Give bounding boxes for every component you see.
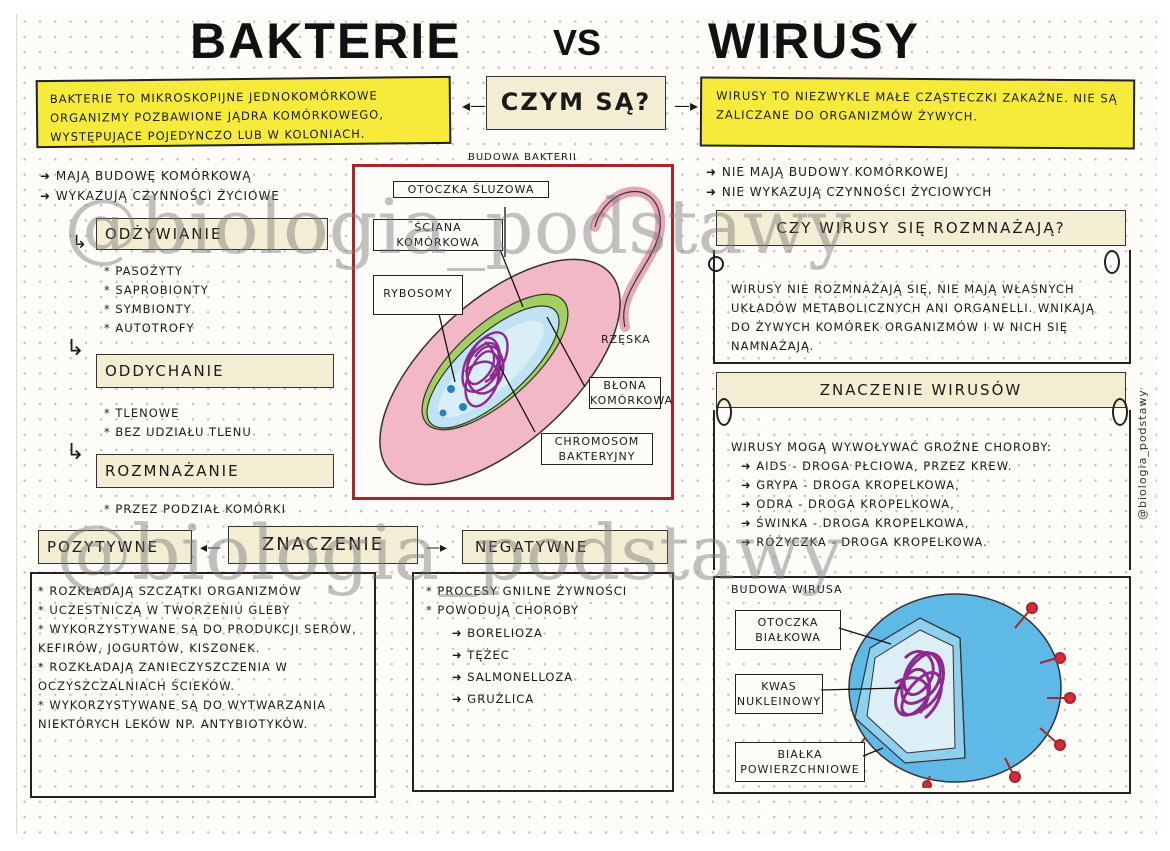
list-item: ➜ TĘŻEC [452,648,510,662]
arrow-left-icon: ◂— [200,540,222,556]
list-item: * AUTOTROFY [104,321,195,335]
title-viruses: WIRUSY [708,13,920,69]
list-item: ➜ NIE MAJĄ BUDOWY KOMÓRKOWEJ [706,165,950,179]
bacteria-illustration [379,186,666,486]
list-item: ➜ RÓŻYCZKA - DROGA KROPELKOWA. [741,535,988,549]
list-item: * PRZEZ PODZIAŁ KOMÓRKI [104,502,286,516]
virus-significance-title: ZNACZENIE WIRUSÓW [716,372,1126,408]
what-are-they-label: CZYM SĄ? [486,76,666,130]
list-item: * UCZESTNICZĄ W TWORZENIU GLEBY [38,603,291,617]
list-item: * ROZKŁADAJĄ ZANIECZYSZCZENIA W OCZYSZCZ… [38,660,288,693]
list-item: * ROZKŁADAJĄ SZCZĄTKI ORGANIZMÓW [38,584,302,598]
virus-diagram-frame: BUDOWA WIRUSA OTOCZKA BIAŁKOWA KWAS NUKL… [713,576,1131,794]
virus-significance-box: WIRUSY MOGĄ WYWOŁYWAĆ GROŹNE CHOROBY: ➜ … [713,410,1131,570]
virus-definition: WIRUSY TO NIEZWYKLE MAŁE CZĄSTECZKI ZAKA… [699,76,1136,150]
arrow-right-icon: —▸ [674,96,699,115]
reproduction-list: * PRZEZ PODZIAŁ KOMÓRKI [104,500,286,519]
list-item: ➜ SALMONELLOZA [452,670,574,684]
label-cell-membrane: BŁONA KOMÓRKOWA [589,377,674,409]
list-item: * SAPROBIONTY [104,283,209,297]
turn-arrow-icon: ↳ [66,440,85,465]
list-item: ➜ GRYPA - DROGA KROPELKOWA, [741,478,960,492]
list-item: * POWODUJĄ CHOROBY [426,603,580,617]
negative-box: * PROCESY GNILNE ŻYWNOŚCI * POWODUJĄ CHO… [412,572,674,792]
positive-title: POZYTYWNE [38,530,192,564]
list-item: * WYKORZYSTYWANE SĄ DO PRODUKCJI SERÓW, … [38,622,357,655]
virus-reproduction-title: CZY WIRUSY SIĘ ROZMNAŻAJĄ? [716,210,1126,246]
label-flagellum: RZĘSKA [601,333,651,346]
virus-illustration [848,593,1076,788]
arrow-right-icon: —▸ [426,540,448,556]
label-cell-wall: ŚCIANA KOMÓRKOWA [373,219,503,251]
list-item: ➜ BORELIOZA [452,626,543,640]
ring-icon [708,256,724,272]
virus-disease-list: ➜ AIDS - DROGA PŁCIOWA, PRZEZ KREW. ➜ GR… [715,457,1129,552]
arrow-left-icon: ◂— [462,96,487,115]
respiration-list: * TLENOWE * BEZ UDZIAŁU TLENU [104,404,252,442]
label-chromosome: CHROMOSOM BAKTERYJNY [541,433,653,465]
bacteria-diagram-title: BUDOWA BAKTERII [468,152,577,163]
list-item: ➜ GRUŹLICA [452,692,535,706]
list-item: ➜ AIDS - DROGA PŁCIOWA, PRZEZ KREW. [741,459,1013,473]
title-bacteria: BAKTERIE [190,13,462,69]
list-item: ➜ WYKAZUJĄ CZYNNOŚCI ŻYCIOWE [40,189,280,203]
negative-title: NEGATYWNE [462,530,668,564]
positive-box: * ROZKŁADAJĄ SZCZĄTKI ORGANIZMÓW * UCZES… [30,572,376,798]
label-capsule: OTOCZKA ŚLUZOWA [393,181,549,198]
label-ribosomes: RYBOSOMY [373,275,463,315]
label-surface-proteins: BIAŁKA POWIERZCHNIOWE [735,742,865,782]
watermark-top: @biologia_podstawy [64,182,851,271]
bacteria-definition: BAKTERIE TO MIKROSKOPIJNE JEDNOKOMÓRKOWE… [35,75,452,149]
label-capsid: OTOCZKA BIAŁKOWA [735,610,841,650]
ring-icon [716,398,732,426]
nutrition-title: ODŻYWIANIE [96,218,328,250]
virus-diagram-title: BUDOWA WIRUSA [731,583,843,596]
list-item: * PASOŻYTY [104,264,183,278]
bacterial-disease-list: ➜ BORELIOZA ➜ TĘŻEC ➜ SALMONELLOZA ➜ GRU… [426,622,666,710]
list-item: * PROCESY GNILNE ŻYWNOŚCI [426,584,628,598]
bacteria-traits: ➜ MAJĄ BUDOWĘ KOMÓRKOWĄ ➜ WYKAZUJĄ CZYNN… [40,166,280,206]
signature: @biologia_podstawy [1136,389,1149,520]
respiration-title: ODDYCHANIE [96,354,334,388]
virus-traits: ➜ NIE MAJĄ BUDOWY KOMÓRKOWEJ ➜ NIE WYKAZ… [706,162,992,202]
ring-icon [1104,250,1120,274]
list-item: ➜ ODRA - DROGA KROPELKOWA, [741,497,955,511]
list-item: ➜ MAJĄ BUDOWĘ KOMÓRKOWĄ [40,169,252,183]
virus-significance-intro: WIRUSY MOGĄ WYWOŁYWAĆ GROŹNE CHOROBY: [731,440,1052,454]
list-item: * BEZ UDZIAŁU TLENU [104,425,252,439]
watermark-bottom: @biologia_podstawy [56,508,843,597]
virus-pointer-lines [820,627,902,757]
list-item: * SYMBIONTY [104,302,192,316]
list-item: ➜ NIE WYKAZUJĄ CZYNNOŚCI ŻYCIOWYCH [706,185,993,199]
significance-title: ZNACZENIE [228,526,418,564]
title-vs: VS [553,22,602,63]
reproduction-title: ROZMNAŻANIE [96,454,334,488]
turn-arrow-icon: ↳ [72,232,88,253]
ring-icon [1112,398,1128,426]
bacteria-diagram-frame: OTOCZKA ŚLUZOWA ŚCIANA KOMÓRKOWA RYBOSOM… [352,164,674,500]
list-item: * TLENOWE [104,406,180,420]
nutrition-list: * PASOŻYTY * SAPROBIONTY * SYMBIONTY * A… [104,262,209,338]
label-nucleic-acid: KWAS NUKLEINOWY [735,674,823,714]
turn-arrow-icon: ↳ [66,336,85,361]
list-item: ➜ ŚWINKA - DROGA KROPELKOWA, [741,516,970,530]
virus-reproduction-text: WIRUSY NIE ROZMNAŻAJĄ SIĘ, NIE MAJĄ WŁAS… [713,250,1131,364]
list-item: * WYKORZYSTYWANE SĄ DO WYTWARZANIA NIEKT… [38,698,327,731]
